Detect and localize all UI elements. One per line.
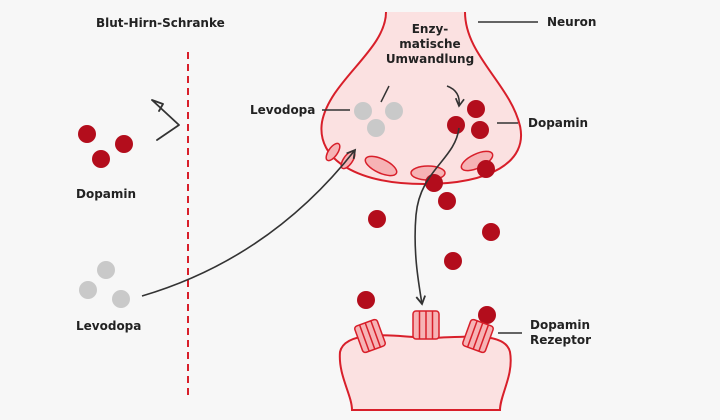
dopamine-receptor	[462, 318, 494, 354]
levodopa-molecule	[112, 290, 130, 308]
vesicle	[364, 155, 398, 177]
levodopa-transport-arrow	[141, 148, 357, 297]
dopamine-receptor	[354, 318, 386, 354]
receptor-label: Dopamin Rezeptor	[530, 318, 591, 348]
dopamine-label-left: Dopamin	[76, 187, 137, 201]
levodopa-molecule	[97, 261, 115, 279]
dopamine-molecule	[447, 116, 465, 134]
dopamine-molecule	[78, 125, 96, 143]
levodopa-molecule	[367, 119, 385, 137]
enzymatic-pointer-line	[380, 85, 390, 103]
dopamine-molecule	[478, 306, 496, 324]
levodopa-label-neuron: Levodopa	[250, 103, 316, 117]
dopamine-molecule	[368, 210, 386, 228]
levodopa-label-left: Levodopa	[76, 319, 142, 333]
chevron-right-arrow-icon	[151, 99, 180, 141]
neuron-label: Neuron	[547, 15, 597, 29]
receptor-label-line: Dopamin	[530, 318, 591, 332]
dopamine-label-neuron: Dopamin	[528, 116, 589, 130]
dopamine-molecule	[425, 174, 443, 192]
levodopa-molecule	[79, 281, 97, 299]
dopamine-molecule	[115, 135, 133, 153]
transporter-channel	[325, 142, 341, 162]
dopamine-molecule	[467, 100, 485, 118]
enzymatic-conversion-label: Enzy- matische Umwandlung	[380, 22, 480, 67]
enzymatic-label-line: matische	[399, 37, 461, 51]
dopamine-molecule	[471, 121, 489, 139]
dopamine-molecule	[482, 223, 500, 241]
barrier-label: Blut-Hirn-Schranke	[96, 16, 225, 30]
receptor-label-line: Rezeptor	[530, 333, 591, 347]
conversion-arrow	[446, 85, 465, 108]
enzymatic-label-line: Umwandlung	[385, 52, 475, 66]
dopamine-receptor	[412, 310, 440, 340]
dopamine-molecule	[444, 252, 462, 270]
presynaptic-neuron	[320, 11, 523, 186]
levodopa-molecule	[385, 102, 403, 120]
dopamine-molecule	[438, 192, 456, 210]
dopamine-molecule	[357, 291, 375, 309]
dopamine-release-arrow	[414, 127, 460, 306]
enzymatic-label-line: Enzy-	[411, 22, 449, 36]
levodopa-molecule	[354, 102, 372, 120]
dopamine-molecule	[477, 160, 495, 178]
dopamine-molecule	[92, 150, 110, 168]
